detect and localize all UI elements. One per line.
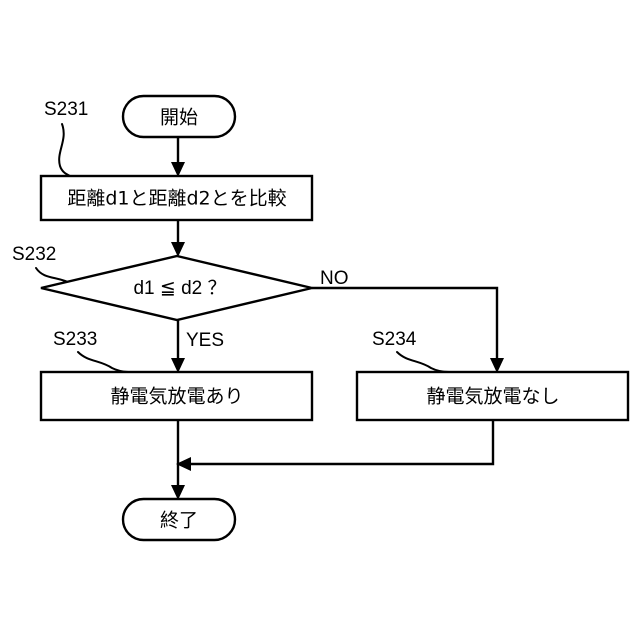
connector-decision-yes-to-esd-yes bbox=[171, 320, 185, 373]
connector-esd-no-to-merge bbox=[176, 420, 495, 471]
leader-line-s231 bbox=[58, 123, 71, 177]
esd-yes-label: 静電気放電あり bbox=[110, 386, 243, 408]
node-esd-no[interactable]: 静電気放電なし bbox=[355, 370, 630, 422]
node-esd-yes[interactable]: 静電気放電あり bbox=[39, 370, 314, 422]
esd-no-box-shape bbox=[355, 370, 630, 422]
start-terminator-shape bbox=[121, 94, 237, 139]
node-end[interactable]: 終了 bbox=[121, 497, 237, 542]
node-decision[interactable]: d1 ≦ d2 ？ bbox=[40, 254, 313, 322]
connector-esd-yes-to-end bbox=[171, 420, 185, 500]
node-start[interactable]: 開始 bbox=[121, 94, 237, 139]
end-terminator-shape bbox=[121, 497, 237, 542]
leader-line-s234 bbox=[396, 351, 450, 373]
compare-label: 距離d1と距離d2とを比較 bbox=[67, 188, 286, 210]
esd-yes-box-shape bbox=[39, 370, 314, 422]
compare-box-shape bbox=[39, 174, 314, 222]
branch-label-yes: YES bbox=[186, 330, 224, 351]
connector-decision-no-to-esd-no bbox=[312, 286, 504, 373]
decision-diamond-shape bbox=[40, 254, 313, 322]
end-label: 終了 bbox=[160, 510, 198, 532]
step-label-s231: S231 bbox=[44, 99, 88, 120]
start-label: 開始 bbox=[160, 107, 198, 129]
connector-start-to-compare bbox=[171, 137, 185, 177]
esd-no-label: 静電気放電なし bbox=[426, 386, 559, 408]
branch-label-no: NO bbox=[320, 268, 349, 289]
step-label-s232: S232 bbox=[12, 244, 56, 265]
leader-line-s233 bbox=[77, 351, 131, 373]
step-label-s234: S234 bbox=[372, 329, 417, 350]
connector-compare-to-decision bbox=[171, 220, 185, 257]
step-label-s233: S233 bbox=[53, 329, 97, 350]
decision-label: d1 ≦ d2 ？ bbox=[133, 278, 226, 299]
node-compare[interactable]: 距離d1と距離d2とを比較 bbox=[39, 174, 314, 222]
